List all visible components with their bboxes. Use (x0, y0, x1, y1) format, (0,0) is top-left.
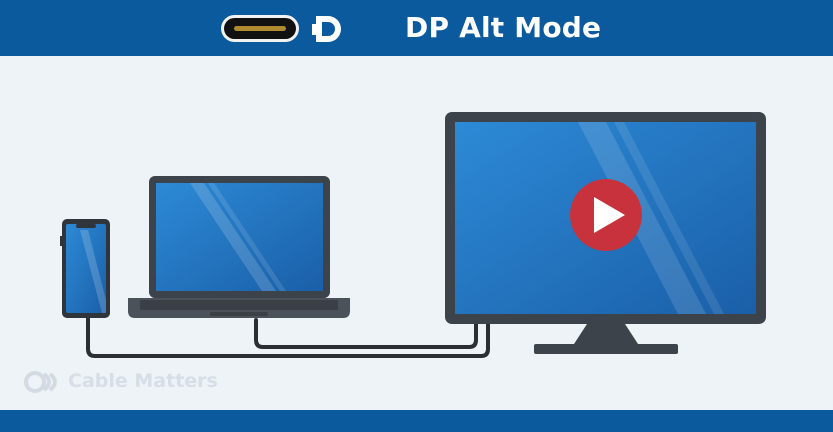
usb-c-cables (86, 316, 490, 358)
usb-c-connector-icon (221, 15, 299, 42)
header-banner (0, 0, 833, 56)
play-button-icon (570, 179, 642, 251)
smartphone (60, 219, 110, 318)
phone-to-monitor-cable (86, 316, 490, 358)
brand-watermark: Cable Matters (68, 370, 218, 392)
footer-banner (0, 410, 833, 432)
laptop-to-monitor-cable (254, 318, 478, 349)
page-title: DP Alt Mode (405, 11, 602, 44)
cable-matters-logo-icon (24, 371, 57, 393)
laptop (128, 176, 350, 318)
displayport-logo-icon (312, 16, 341, 42)
